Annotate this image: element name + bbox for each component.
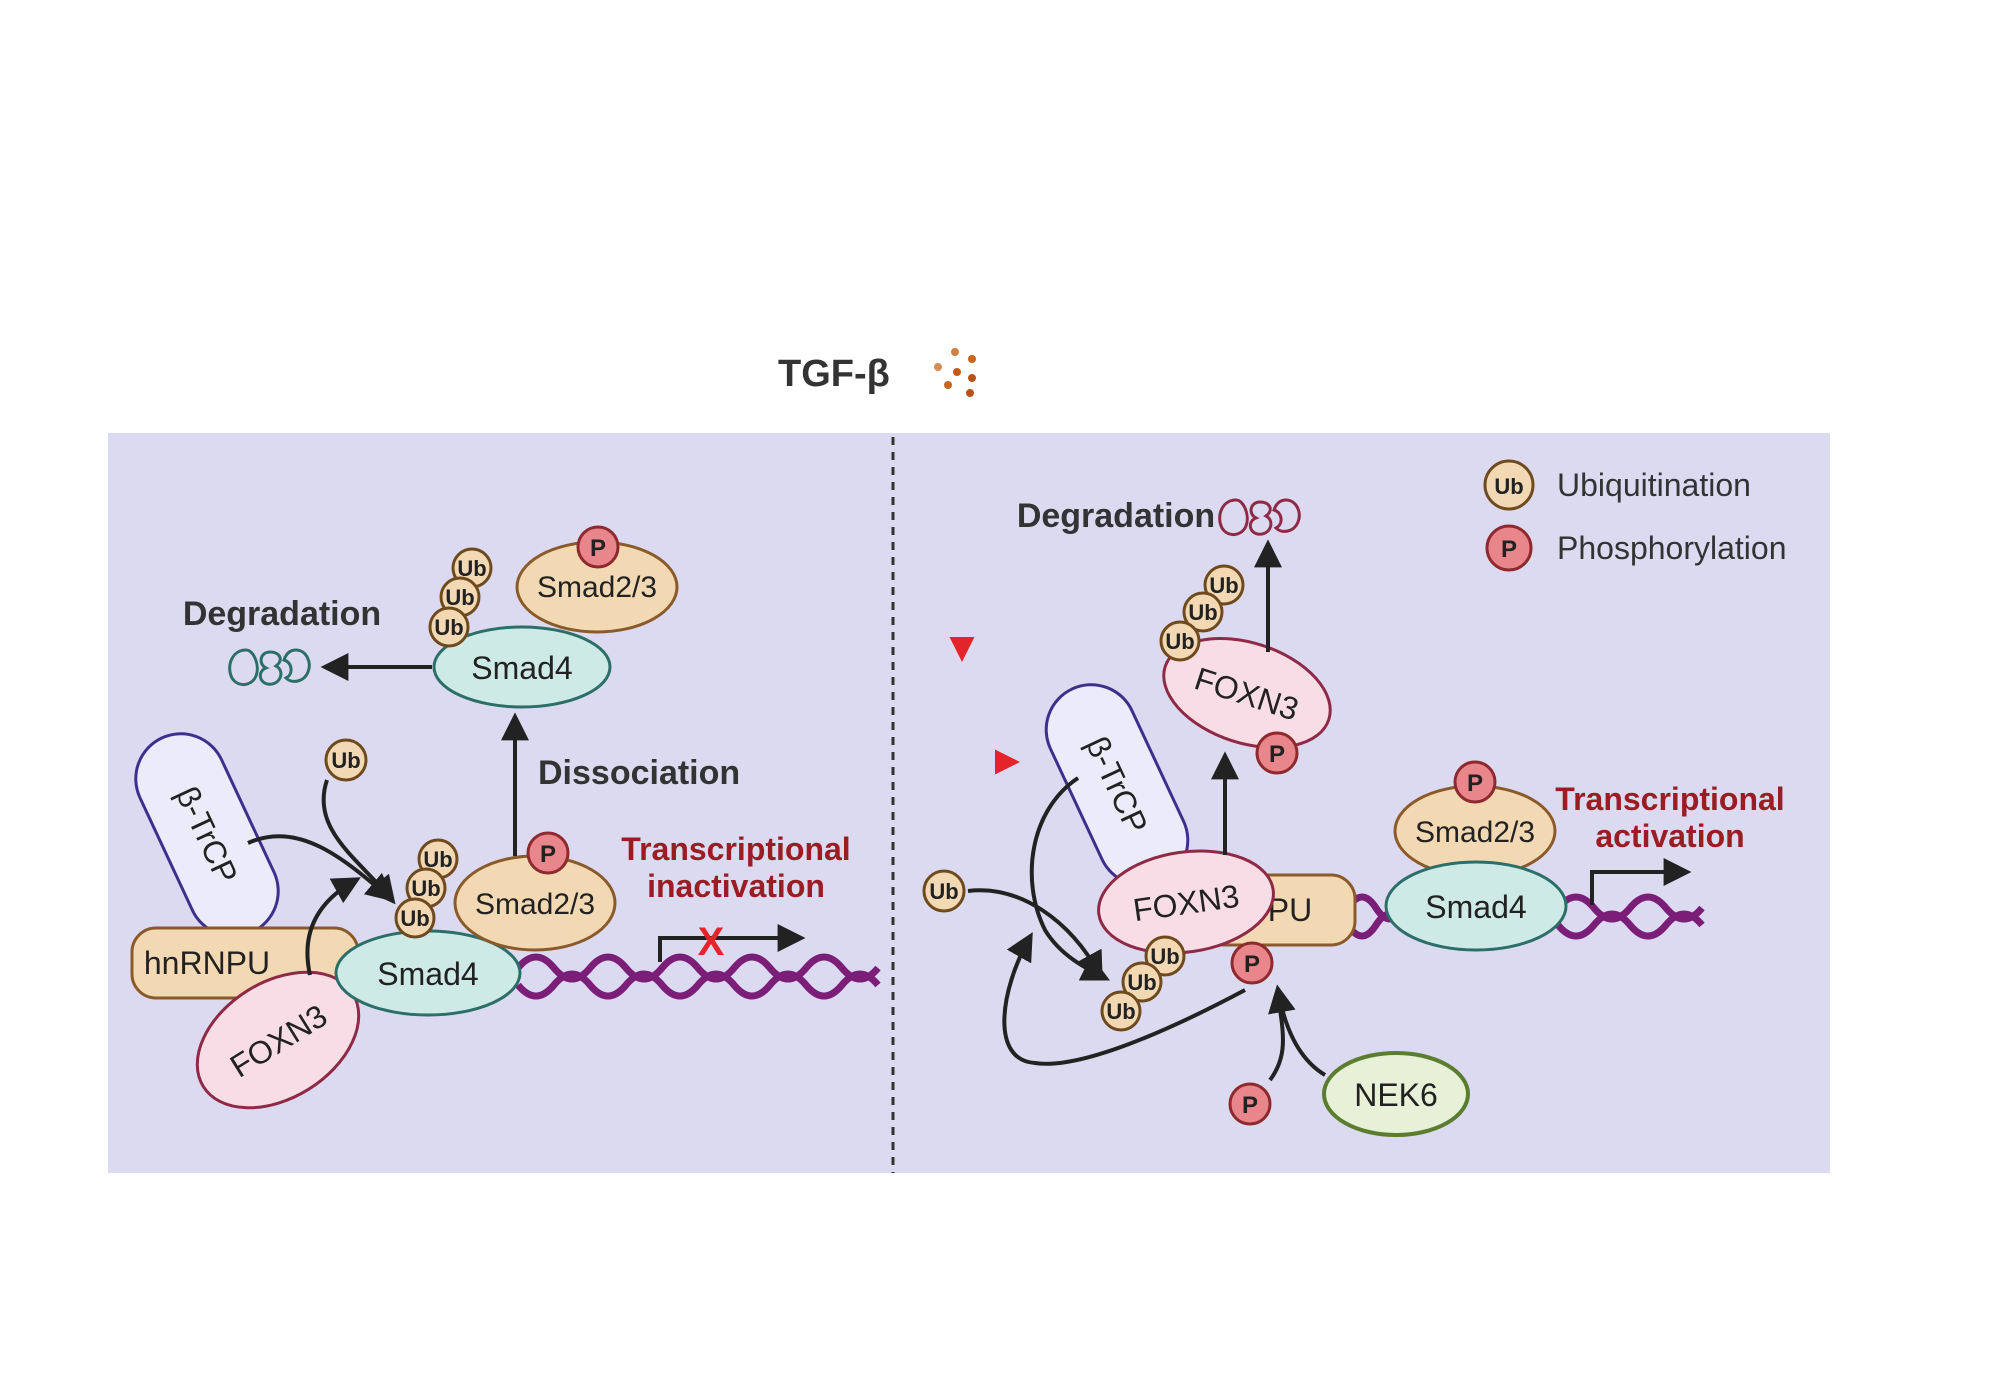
- svg-text:Ub: Ub: [411, 876, 440, 901]
- svg-text:P: P: [1242, 1092, 1258, 1119]
- svg-text:Ub: Ub: [1165, 629, 1194, 654]
- transcription-start-arrow-left: [658, 924, 806, 962]
- ub-chain-left-bottom: Ub Ub Ub: [394, 838, 459, 939]
- dna-helix-left: [515, 953, 881, 1000]
- legend-ub-label: Ubiquitination: [1557, 467, 1751, 503]
- arrow-nek6-to-foxn3: [1268, 984, 1327, 1077]
- panel-background: [108, 433, 1830, 1173]
- smad23-right: Smad2/3: [1393, 784, 1557, 878]
- hnrnpu-right-label: PU: [1268, 892, 1312, 928]
- ub-free-left: Ub: [324, 738, 368, 782]
- svg-text:Ub: Ub: [331, 748, 360, 773]
- svg-text:Ub: Ub: [1188, 600, 1217, 625]
- smad4-left-bottom: Smad4: [334, 929, 522, 1017]
- hnrnpu-left-label: hnRNPU: [144, 945, 270, 981]
- svg-text:P: P: [1244, 951, 1260, 978]
- svg-text:P: P: [590, 535, 606, 562]
- legend-p-icon: P: [1485, 524, 1533, 572]
- transcription-label-right-1: Transcriptional: [1555, 781, 1784, 817]
- svg-text:Ub: Ub: [929, 879, 958, 904]
- degradation-fragments-right-icon: [1218, 498, 1301, 536]
- nek6-label: NEK6: [1354, 1077, 1438, 1113]
- smad23-right-label: Smad2/3: [1415, 816, 1535, 849]
- smad4-right: Smad4: [1384, 860, 1568, 952]
- svg-text:Ub: Ub: [1209, 573, 1238, 598]
- svg-text:P: P: [540, 841, 556, 868]
- smad23-left-top-label: Smad2/3: [537, 571, 657, 604]
- phospho-free-right: P: [1228, 1082, 1272, 1126]
- svg-text:P: P: [1501, 536, 1517, 563]
- transcription-label-left-1: Transcriptional: [621, 831, 850, 867]
- svg-text:Ub: Ub: [400, 906, 429, 931]
- foxn3-right-top: FOXN3: [1162, 637, 1332, 749]
- btrcp-right: β-TrCP: [1044, 683, 1190, 887]
- arrow-phospho-loop: [1002, 932, 1246, 1066]
- svg-text:P: P: [1467, 770, 1483, 797]
- smad23-left-top: Smad2/3: [515, 540, 679, 634]
- phospho-left-bottom: P: [526, 831, 570, 875]
- legend-p-label: Phosphorylation: [1557, 530, 1786, 566]
- ub-chain-foxn3-center: Ub Ub Ub: [1100, 935, 1186, 1032]
- foxn3-right-center: FOXN3: [1097, 849, 1275, 955]
- smad4-left-bottom-label: Smad4: [377, 956, 478, 992]
- transcription-label-left-2: inactivation: [647, 868, 825, 904]
- phospho-foxn3-top: P: [1255, 731, 1299, 775]
- arrow-free-p-to-foxn3: [1268, 1009, 1285, 1082]
- svg-text:Ub: Ub: [1150, 944, 1179, 969]
- transcription-label-right-2: activation: [1595, 818, 1744, 854]
- svg-text:Ub: Ub: [1106, 999, 1135, 1024]
- svg-text:Ub: Ub: [1127, 970, 1156, 995]
- phospho-foxn3-center: P: [1230, 941, 1274, 985]
- transcription-start-arrow-right: [1590, 858, 1692, 905]
- nek6: NEK6: [1322, 1051, 1470, 1137]
- svg-text:Ub: Ub: [1494, 474, 1523, 499]
- degradation-label-left: Degradation: [183, 595, 381, 633]
- arrow-foxn3-to-smad4: [305, 877, 361, 976]
- smad23-left-bottom-label: Smad2/3: [475, 888, 595, 921]
- ub-free-right: Ub: [922, 869, 966, 913]
- dissociation-label: Dissociation: [538, 754, 740, 792]
- svg-text:Ub: Ub: [434, 615, 463, 640]
- btrcp-left: β-TrCP: [134, 732, 280, 938]
- tgf-beta-particles-icon: [934, 348, 976, 397]
- arrow-ub-right-to-foxn3: [967, 888, 1103, 980]
- foxn3-left: FOXN3: [195, 970, 361, 1110]
- svg-text:Ub: Ub: [445, 585, 474, 610]
- ub-chain-left-top: Ub Ub Ub: [428, 547, 493, 648]
- svg-text:P: P: [1269, 741, 1285, 768]
- legend-ub-icon: Ub: [1483, 459, 1535, 511]
- smad4-left-top-label: Smad4: [471, 650, 572, 686]
- block-mark: X: [698, 920, 725, 964]
- arrow-ub-to-smad4: [321, 779, 396, 905]
- tgf-beta-label: TGF-β: [778, 353, 890, 395]
- legend: Ub Ubiquitination P Phosphorylation: [1483, 459, 1786, 572]
- ub-chain-foxn3-top: Ub Ub Ub: [1159, 564, 1245, 662]
- smad4-right-label: Smad4: [1425, 889, 1526, 925]
- degradation-label-right: Degradation: [1017, 497, 1215, 535]
- phospho-left-top: P: [576, 525, 620, 569]
- smad4-left-top: Smad4: [432, 625, 612, 709]
- degradation-fragments-left-icon: [228, 648, 311, 686]
- phospho-smad23-right: P: [1453, 760, 1497, 804]
